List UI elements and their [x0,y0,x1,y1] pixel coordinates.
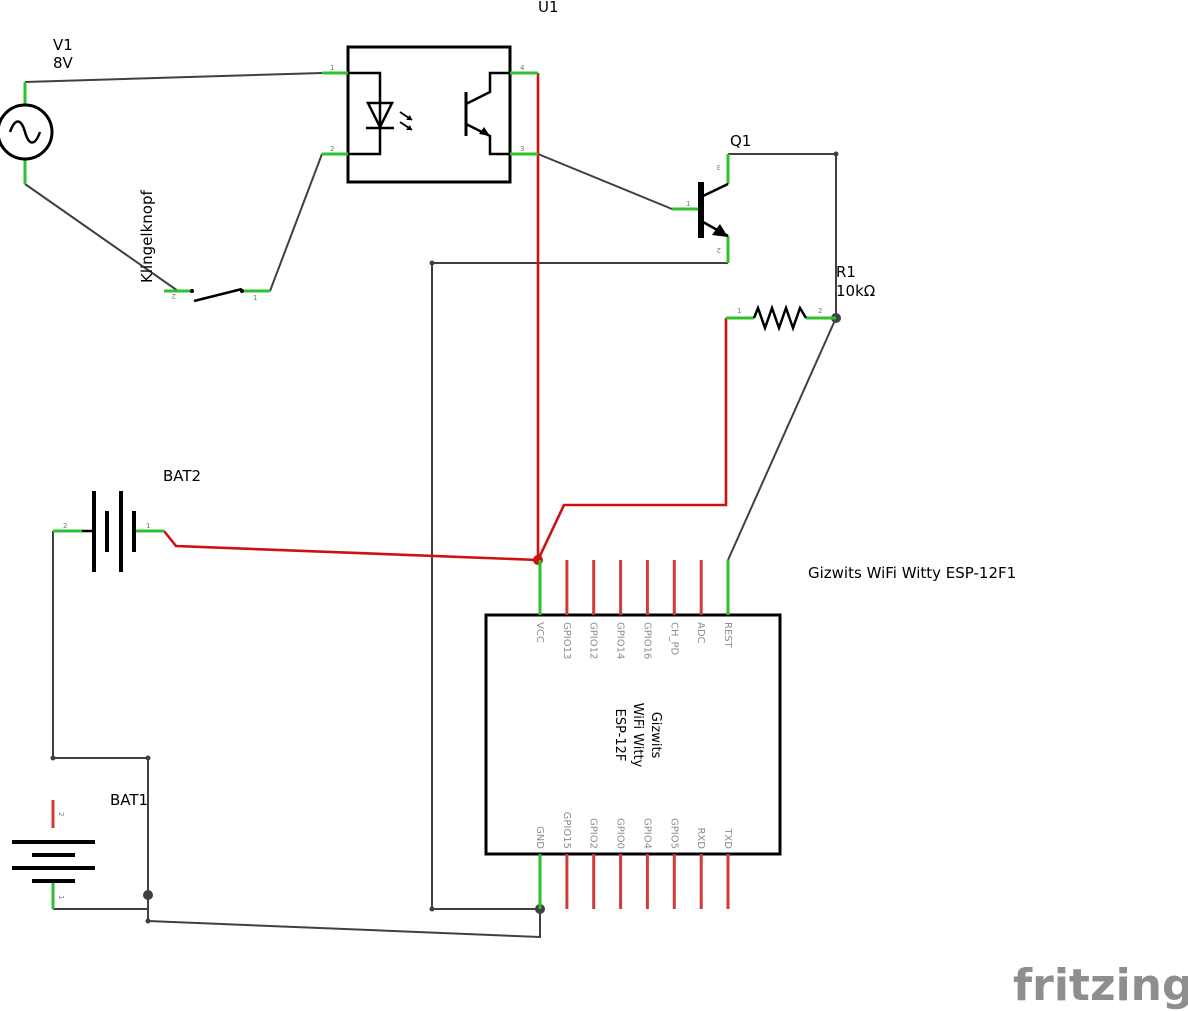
bend-point [145,918,151,924]
emitter-arrow-icon [712,224,728,237]
pin-label: RXD [695,828,706,850]
pin-label: VCC [534,622,545,643]
optocoupler-u1[interactable]: U1 1 2 4 3 [322,0,559,184]
phototransistor-emitter [465,122,510,156]
pin-number: 2 [717,246,721,254]
bat2-label: BAT2 [163,467,201,485]
pin-label: GPIO0 [615,818,626,849]
q1-collector-lead [702,182,729,198]
junction-bat1 [143,890,153,900]
bend-point [429,906,435,912]
pin-number: 2 [818,307,822,315]
wire-bat1-to-gnd[interactable] [147,909,541,939]
pin-label: TXD [722,827,733,849]
led-leads [348,71,382,156]
pin-number: 2 [172,292,176,300]
top-pin-row: VCC GPIO13 GPIO12 GPIO14 GPIO16 CH_PD ADC REST [534,560,733,659]
pin-label: ADC [695,622,706,644]
pin-number: 1 [686,200,690,208]
wire-switch-to-u1-pin2[interactable] [269,153,323,292]
pin-label: GPIO13 [561,622,572,659]
ac-source-v1[interactable]: V1 8V [0,36,74,184]
pin-number: 1 [737,307,741,315]
resistor-r1[interactable]: 1 2 R1 10kΩ [726,263,875,332]
bottom-pin-row: GND GPIO15 GPIO2 GPIO0 GPIO4 GPIO5 RXD TXD [534,812,733,909]
v1-value: 8V [53,54,74,72]
bat1-label: BAT1 [110,791,148,809]
bend-point [429,260,435,266]
pin-label: GPIO5 [668,818,679,849]
bend-point [50,755,56,761]
q1-label: Q1 [730,132,751,150]
pin-number: 1 [146,522,150,530]
pin-number: 1 [253,294,257,302]
module-title: Gizwits WiFi Witty ESP-12F1 [808,564,1016,582]
module-center-line-2: WiFi Witty [630,703,645,768]
pin-label: REST [722,622,733,649]
switch-klingelknopf[interactable]: 2 1 Klingelknopf [138,190,270,303]
battery-bat1[interactable]: 2 1 BAT1 [12,791,148,909]
r1-value: 10kΩ [836,282,875,300]
switch-lever-icon [193,287,243,303]
pin-number: 1 [330,64,334,72]
wire-q1-collector-to-r1[interactable] [728,153,837,318]
u1-label: U1 [538,0,559,16]
emitter-arrow-icon [479,127,490,136]
optocoupler-body [346,45,512,184]
pin-label: GPIO4 [641,818,652,849]
pin-label: GPIO15 [561,812,572,849]
sine-wave-icon [8,120,42,144]
led-diode-icon [365,101,395,130]
pin-number: 3 [717,163,721,171]
switch-label: Klingelknopf [138,190,156,283]
fritzing-logo: fritzing [1013,960,1188,1011]
pin-number: 2 [330,145,334,153]
wire-vcc-to-r1[interactable] [536,318,728,561]
pin-label: CH_PD [668,622,679,656]
pin-number: 2 [57,812,65,816]
switch-contact [190,289,194,293]
bend-point [833,151,839,157]
wire-v1-to-u1-pin1[interactable] [24,72,323,83]
r1-name: R1 [836,263,856,281]
pin-label: GPIO12 [588,622,599,659]
wire-r1-to-rest[interactable] [727,317,837,561]
pin-number: 1 [57,895,65,899]
resistor-zigzag-icon [752,304,808,332]
wire-v1-to-switch[interactable] [24,183,179,292]
transistor-q1[interactable]: 1 3 2 Q1 [672,132,751,263]
pin-number: 3 [520,145,524,153]
bend-point [145,755,151,761]
v1-name: V1 [53,36,73,54]
light-arrow-head [406,125,412,130]
module-center-line-1: Gizwits [648,712,663,759]
wire-u1-emitter-to-q1-base[interactable] [537,153,673,210]
battery-bat2[interactable]: 2 1 BAT2 [53,467,201,572]
wire-q1-emitter-to-gnd[interactable] [431,262,728,910]
pin-number: 4 [520,64,525,72]
pin-label: GND [534,826,545,849]
pin-label: GPIO14 [615,622,626,659]
light-arrow-head [406,115,412,120]
ac-source-icon [0,103,54,161]
wire-bat2-neg-to-bat1[interactable] [52,531,149,921]
pin-label: GPIO16 [641,622,652,659]
pin-label: GPIO2 [588,818,599,849]
wire-bat2-pos-to-vcc[interactable] [162,530,539,562]
phototransistor-collector [465,71,510,106]
module-center-line-3: ESP-12F [612,709,627,762]
esp12f-body [484,613,782,856]
pin-number: 2 [63,522,67,530]
